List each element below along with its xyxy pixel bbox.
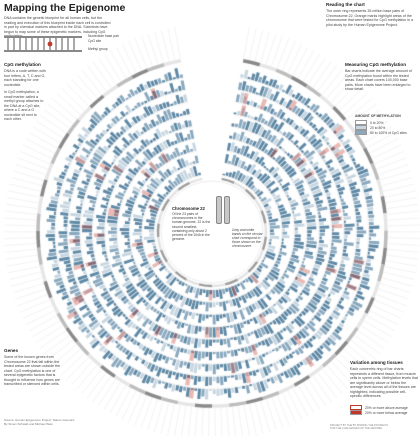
amount-legend: 0 to 20% 20 to 80% 80 to 100% of CpG sit… bbox=[355, 119, 407, 136]
bands-text: Gray and white bands on the circular cha… bbox=[232, 228, 263, 249]
measuring-text: Bar charts indicate the average amount o… bbox=[345, 69, 412, 91]
reading-text: The outer ring represents 35 million bas… bbox=[326, 9, 414, 27]
genes-heading: Genes bbox=[4, 348, 19, 353]
page-title: Mapping the Epigenome bbox=[4, 2, 126, 14]
dna-label-base-pair: Nucleotide base pair bbox=[88, 34, 119, 39]
credits-right: PROJECT BY THE BY FINDING THE PATHWAYS F… bbox=[330, 424, 389, 431]
variation-legend-below: 20% or more below average bbox=[350, 409, 408, 416]
cpg-text-2: In CpG methylation, a small marker calle… bbox=[4, 90, 44, 121]
credits-left: Source: Human Epigenome Project; Nature … bbox=[4, 418, 75, 426]
variation-legend: 20% or more above average 20% or more be… bbox=[350, 404, 408, 416]
dna-label-list: Nucleotide base pair CpG site Methyl gro… bbox=[88, 34, 119, 52]
measuring-heading: Measuring CpG methylation bbox=[345, 62, 407, 67]
variation-text: Each concentric ring of bar charts repre… bbox=[350, 367, 418, 398]
chromosome-22-right bbox=[224, 196, 230, 224]
genes-text: Some of the known genes from Chromosome … bbox=[4, 355, 60, 386]
reading-heading: Reading the chart bbox=[326, 2, 365, 7]
dna-illustration bbox=[4, 36, 82, 52]
variation-heading: Variation among tissues bbox=[350, 360, 403, 365]
chromosome-22-left bbox=[216, 196, 222, 224]
amount-heading: AMOUNT OF METHYLATION bbox=[355, 114, 401, 118]
chromosome-text: Of the 23 pairs of chromosomes in the hu… bbox=[172, 212, 211, 242]
dna-label-methyl-group: Methyl group bbox=[88, 47, 108, 52]
chromosome-heading: Chromosome 22 bbox=[172, 206, 205, 211]
cpg-heading: CpG methylation bbox=[4, 62, 41, 67]
dna-label-cpg-site: CpG site bbox=[88, 38, 102, 43]
amount-legend-high: 80 to 100% of CpG sites bbox=[355, 129, 407, 136]
cpg-text-1: DNA is a code written with four letters,… bbox=[4, 69, 46, 87]
